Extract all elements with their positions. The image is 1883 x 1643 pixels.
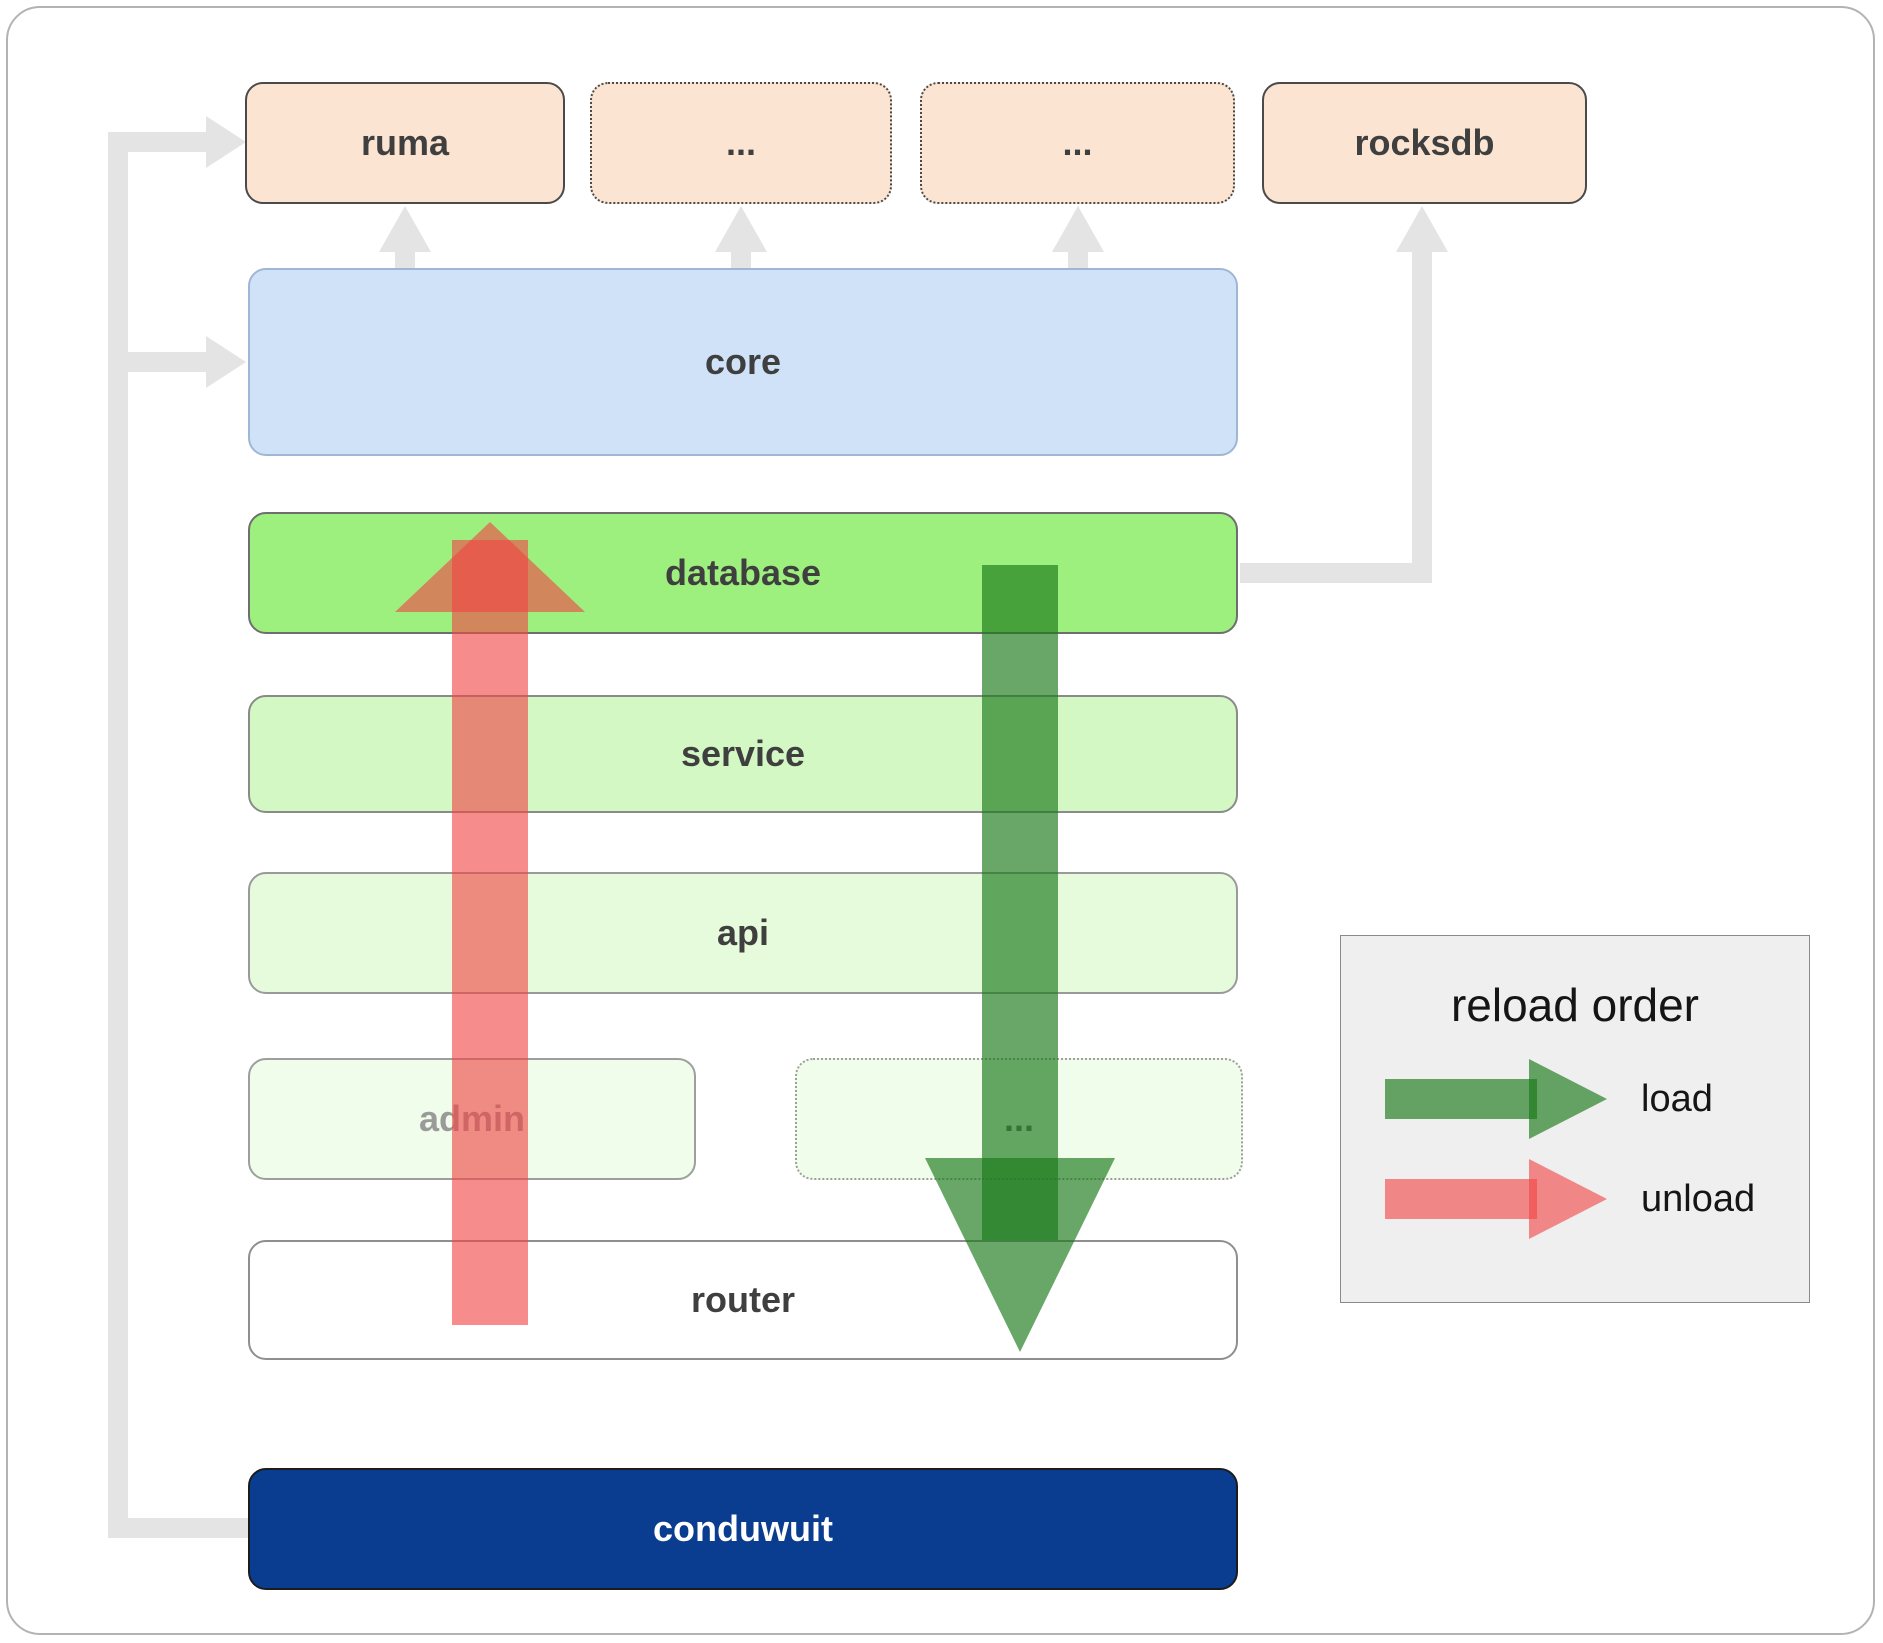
node-router: router [248,1240,1238,1360]
node-database: database [248,512,1238,634]
node-admin: admin [248,1058,696,1180]
diagram-border [6,6,1875,1635]
node-conduwuit-label: conduwuit [653,1508,833,1549]
legend-unload-label: unload [1641,1178,1756,1220]
node-core: core [248,268,1238,456]
node-core-label: core [704,341,782,382]
node-service: service [248,695,1238,813]
node-rocksdb-label: rocksdb [1354,122,1495,163]
node-dep1-label: ... [725,122,756,163]
node-service-label: service [680,733,806,774]
node-more-label: ... [1003,1098,1034,1139]
node-service-ellipsis: ... [795,1058,1243,1180]
node-dependency-ellipsis-2: ... [920,82,1235,204]
node-api: api [248,872,1238,994]
node-api-label: api [716,912,769,953]
unload-arrow-icon [1385,1159,1607,1239]
node-admin-label: admin [418,1098,525,1139]
node-dep2-label: ... [1062,122,1093,163]
load-arrow-icon [1385,1059,1607,1139]
legend-title: reload order [1450,979,1700,1031]
node-database-label: database [664,552,822,593]
legend-load-label: load [1641,1078,1713,1120]
node-ruma: ruma [245,82,565,204]
node-conduwuit: conduwuit [248,1468,1238,1590]
node-dependency-ellipsis-1: ... [590,82,892,204]
node-rocksdb: rocksdb [1262,82,1587,204]
node-ruma-label: ruma [360,122,450,163]
node-router-label: router [690,1279,795,1320]
legend: reload order load unload [1340,935,1810,1303]
